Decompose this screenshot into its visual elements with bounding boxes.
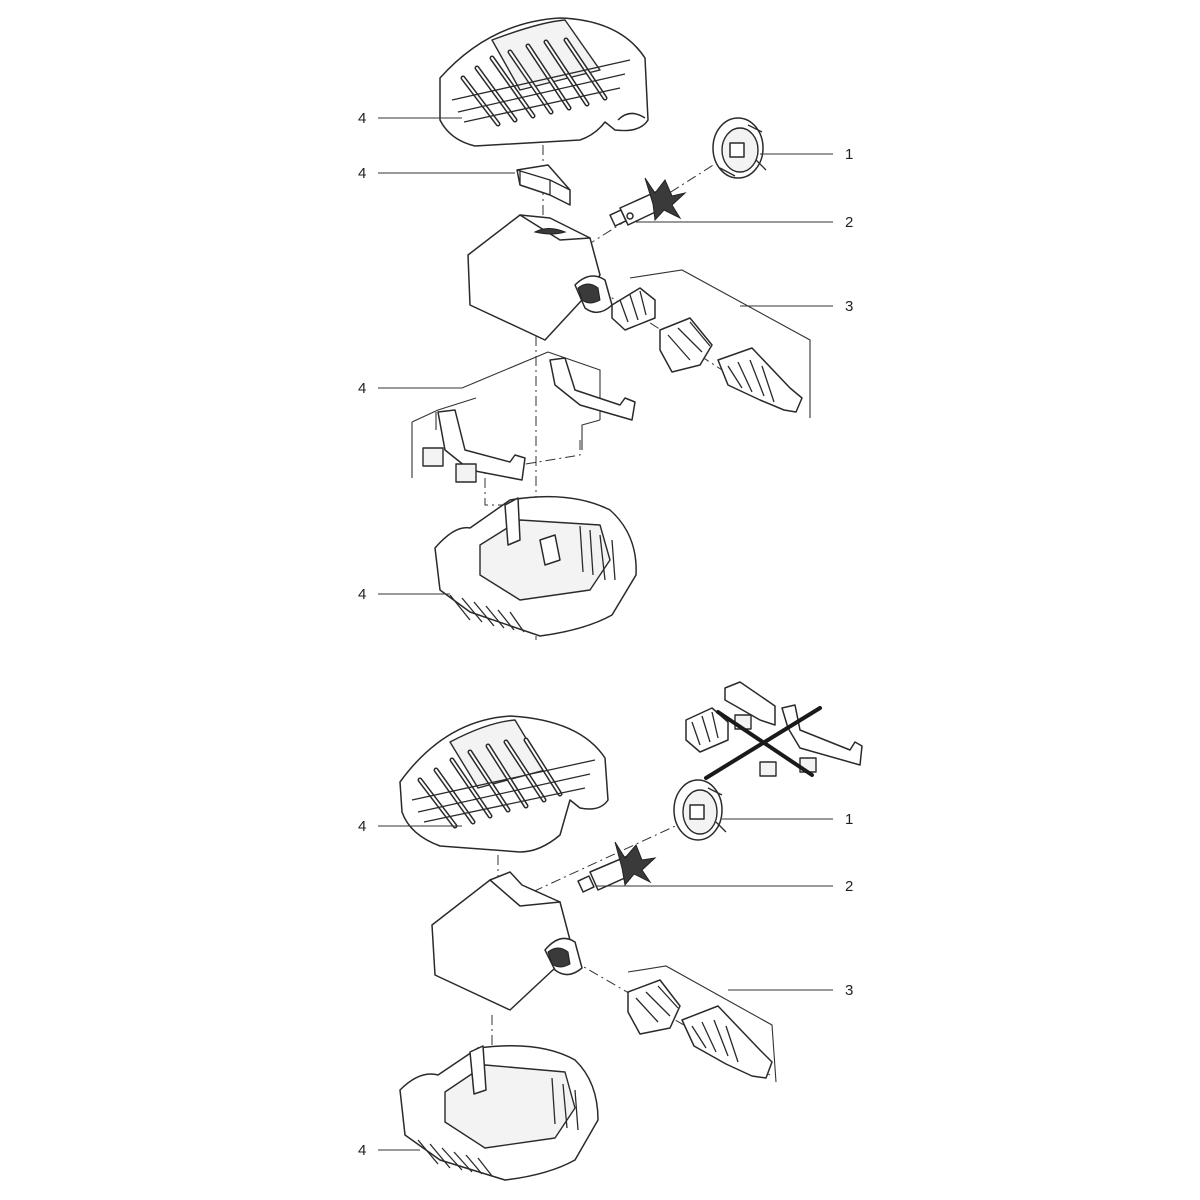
panel-top: 4 4 1 2 3 4 4 <box>358 17 853 640</box>
assembly-axis-shaft <box>514 809 711 901</box>
impeller <box>577 841 657 893</box>
excluded-parts-group <box>685 681 863 780</box>
pump-cover <box>673 779 727 841</box>
leader-line <box>378 351 549 389</box>
leader-line <box>629 269 833 418</box>
filter-cover <box>399 715 609 853</box>
callout-label: 4 <box>358 110 366 127</box>
leader-lines-top <box>378 117 833 595</box>
callout-label: 3 <box>845 298 853 315</box>
foam-u-piece-2 <box>437 409 526 481</box>
hose-tail <box>717 347 803 413</box>
foam-u-piece <box>549 357 636 421</box>
pump-body <box>467 214 613 341</box>
callout-label: 2 <box>845 878 853 895</box>
hose-connector-set <box>627 965 777 1083</box>
callout-label: 4 <box>358 818 366 835</box>
pump-cover <box>712 117 767 179</box>
callout-labels-top: 4 4 1 2 3 4 4 <box>358 110 853 603</box>
foam-block <box>516 164 571 206</box>
callout-labels-bottom: 1 4 2 3 4 <box>358 811 853 1159</box>
callout-label: 3 <box>845 982 853 999</box>
filter-base <box>399 1044 599 1181</box>
hose-tail <box>681 1005 773 1079</box>
callout-label: 1 <box>845 146 853 163</box>
threaded-adapter <box>627 979 681 1035</box>
pump-body <box>431 871 583 1011</box>
leader-lines-bottom <box>378 818 833 1151</box>
foam-inserts-set <box>411 351 636 483</box>
callout-label: 4 <box>358 586 366 603</box>
excluded-u-piece <box>781 704 863 766</box>
callout-label: 2 <box>845 214 853 231</box>
callout-label: 4 <box>358 380 366 397</box>
hose-connector-set <box>611 287 803 413</box>
filter-cover <box>439 17 649 147</box>
callout-label: 1 <box>845 811 853 828</box>
cross-out-mark <box>704 706 822 780</box>
excluded-foam-cube-2 <box>759 761 777 777</box>
callout-label: 4 <box>358 1142 366 1159</box>
panel-bottom: 1 4 2 3 4 <box>358 681 863 1181</box>
foam-cube <box>422 447 444 467</box>
callout-label: 4 <box>358 165 366 182</box>
nut-ring <box>611 287 656 331</box>
threaded-adapter <box>659 317 713 373</box>
foam-cube-2 <box>455 463 477 483</box>
filter-base <box>434 495 637 637</box>
impeller <box>609 177 687 227</box>
excluded-nut-ring <box>685 707 729 753</box>
excluded-foam-block <box>724 681 776 726</box>
